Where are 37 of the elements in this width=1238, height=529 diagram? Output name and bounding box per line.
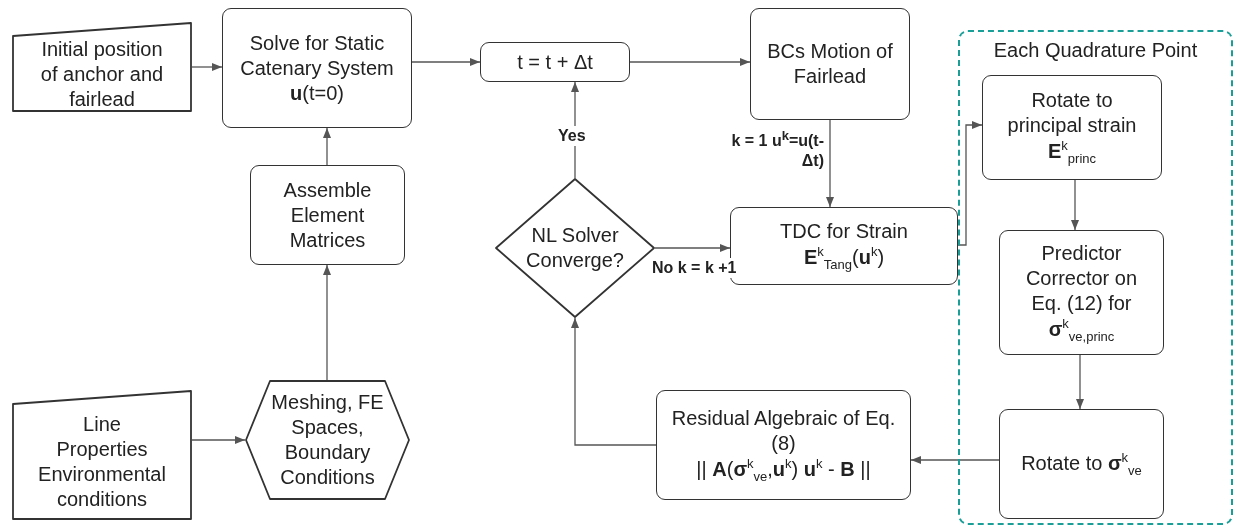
arrow bbox=[1070, 179, 1080, 231]
arrow bbox=[654, 243, 731, 253]
group-frame bbox=[958, 30, 1233, 525]
arrow bbox=[1075, 354, 1085, 410]
process-box bbox=[750, 8, 910, 120]
node-text: || A(σ$^{k}$$_{ve}$,u$^{k}$) u$^{k}$ - B || bbox=[695, 455, 872, 485]
arrow bbox=[322, 264, 332, 381]
node-text: t = t + Δt bbox=[516, 49, 594, 75]
input-box bbox=[12, 390, 192, 520]
node-text: BCs Motion of Fairlead bbox=[766, 39, 894, 89]
preparation-hexagon bbox=[245, 380, 410, 500]
node-text: Solve for Static Catenary System u(t=0) bbox=[239, 30, 395, 106]
arrow bbox=[629, 57, 751, 67]
process-box bbox=[999, 230, 1164, 355]
arrow bbox=[957, 120, 983, 246]
arrow bbox=[825, 119, 835, 208]
input-box bbox=[12, 22, 192, 112]
arrow bbox=[411, 57, 481, 67]
process-box bbox=[982, 75, 1162, 180]
process-box bbox=[250, 165, 405, 265]
arrow bbox=[570, 317, 657, 446]
process-box bbox=[999, 409, 1164, 519]
process-box bbox=[222, 8, 412, 128]
process-box bbox=[480, 42, 630, 82]
process-box bbox=[656, 390, 911, 500]
decision-diamond bbox=[495, 178, 655, 318]
group-title: Each Quadrature Point bbox=[993, 38, 1198, 63]
arrow bbox=[910, 455, 1000, 465]
arrow bbox=[191, 435, 246, 445]
arrow bbox=[191, 62, 223, 72]
node-text: NL Solver Converge? bbox=[525, 223, 625, 273]
node-text: Residual Algebraic of Eq. (8) bbox=[670, 405, 897, 456]
node-text: Meshing, FE Spaces, Boundary Conditions bbox=[270, 390, 385, 490]
node-text: Line Properties Environmental conditions bbox=[37, 412, 167, 512]
node-text: Assemble Element Matrices bbox=[282, 177, 373, 253]
node-text: Initial position of anchor and fairlead bbox=[39, 36, 165, 112]
arrow bbox=[322, 127, 332, 166]
